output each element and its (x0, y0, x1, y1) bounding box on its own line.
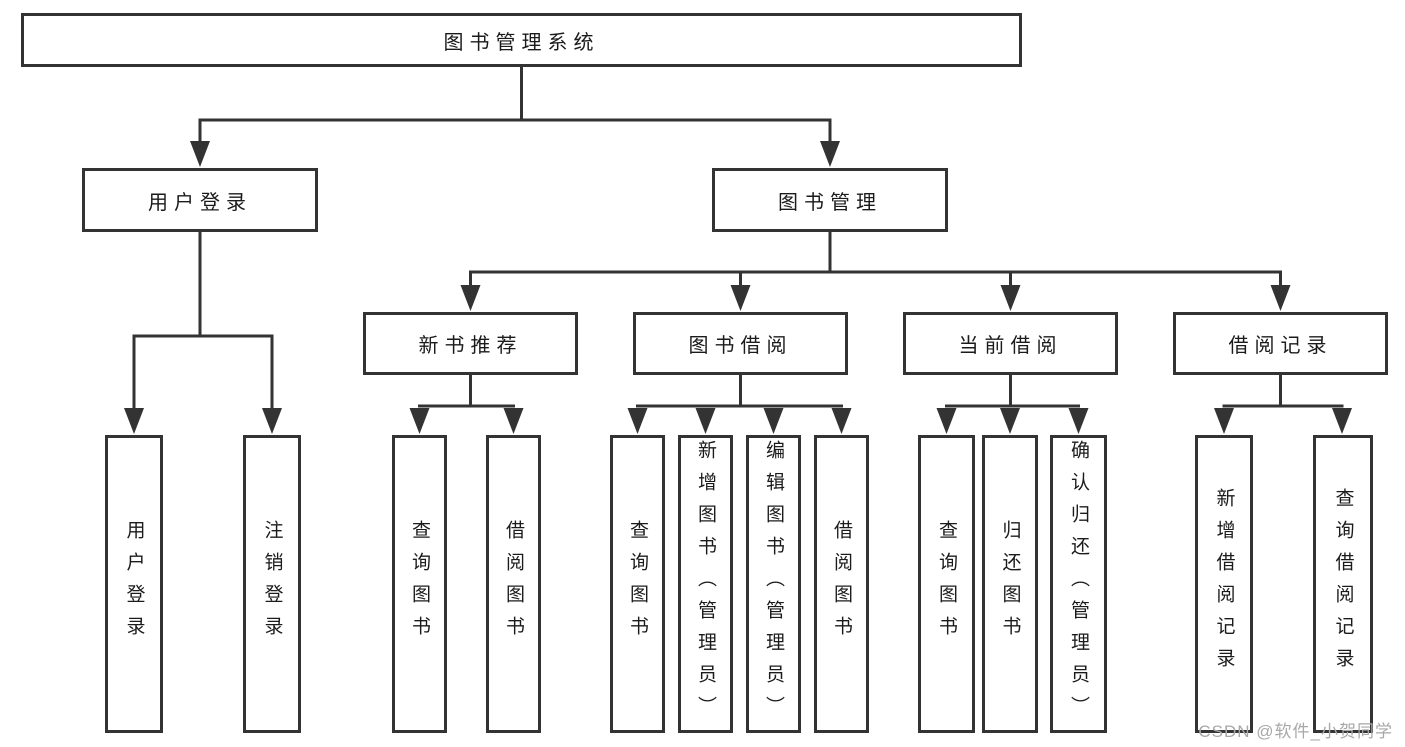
leaf-nbr-borrow-books: 借阅图书 (486, 435, 541, 733)
leaf-cb-confirm-return-admin-label: 确认归还（管理员） (1068, 440, 1089, 728)
leaf-cb-confirm-return-admin: 确认归还（管理员） (1050, 435, 1107, 733)
arrow-down-icon (1214, 408, 1234, 434)
node-root-label: 图书管理系统 (443, 31, 600, 54)
leaf-bb-edit-books-admin: 编辑图书（管理员） (746, 435, 801, 733)
leaf-bb-add-books-admin-label: 新增图书（管理员） (695, 440, 716, 728)
node-new-book-recommend: 新书推荐 (363, 312, 578, 375)
leaf-cb-return-books-label: 归还图书 (999, 520, 1021, 648)
arrow-down-icon (1000, 285, 1021, 311)
arrow-down-icon (831, 408, 852, 434)
node-root: 图书管理系统 (21, 13, 1022, 67)
node-current-borrow-label: 当前借阅 (958, 335, 1063, 357)
arrow-down-icon (1332, 408, 1352, 434)
arrow-down-icon (1068, 408, 1089, 434)
node-book-management-label: 图书管理 (778, 191, 882, 214)
leaf-bb-add-books-admin: 新增图书（管理员） (678, 435, 733, 733)
leaf-br-add-record-label: 新增借阅记录 (1213, 488, 1235, 680)
node-user-login: 用户登录 (82, 168, 318, 232)
arrow-down-icon (820, 141, 840, 167)
arrow-down-icon (460, 285, 481, 311)
node-new-book-recommend-label: 新书推荐 (418, 335, 523, 357)
leaf-nbr-borrow-books-label: 借阅图书 (503, 520, 524, 648)
leaf-br-query-record-label: 查询借阅记录 (1332, 488, 1354, 680)
leaf-br-add-record: 新增借阅记录 (1195, 435, 1253, 733)
node-current-borrow: 当前借阅 (903, 312, 1118, 375)
leaf-bb-borrow-books-label: 借阅图书 (831, 520, 852, 648)
leaf-logout: 注销登录 (243, 435, 301, 733)
node-borrow-records: 借阅记录 (1173, 312, 1388, 375)
leaf-bb-query-books: 查询图书 (610, 435, 665, 733)
arrow-down-icon (262, 408, 282, 434)
node-book-management: 图书管理 (712, 168, 948, 232)
node-book-borrow-label: 图书借阅 (688, 335, 793, 357)
leaf-cb-query-books: 查询图书 (918, 435, 975, 733)
leaf-cb-return-books: 归还图书 (982, 435, 1038, 733)
leaf-logout-label: 注销登录 (261, 520, 283, 648)
arrow-down-icon (1000, 408, 1020, 434)
arrow-down-icon (190, 141, 210, 167)
arrow-down-icon (124, 408, 144, 434)
arrow-down-icon (1270, 285, 1291, 311)
arrow-down-icon (627, 408, 648, 434)
leaf-cb-query-books-label: 查询图书 (936, 520, 957, 648)
leaf-br-query-record: 查询借阅记录 (1313, 435, 1373, 733)
leaf-user-login: 用户登录 (105, 435, 163, 733)
leaf-user-login-label: 用户登录 (123, 520, 145, 648)
arrow-down-icon (695, 408, 716, 434)
arrow-down-icon (936, 408, 957, 434)
leaf-bb-query-books-label: 查询图书 (627, 520, 648, 648)
leaf-nbr-query-books-label: 查询图书 (409, 520, 430, 648)
node-user-login-label: 用户登录 (148, 191, 252, 214)
node-book-borrow: 图书借阅 (633, 312, 848, 375)
leaf-bb-borrow-books: 借阅图书 (814, 435, 869, 733)
arrow-down-icon (730, 285, 751, 311)
connector-paths (132, 65, 1344, 416)
leaf-bb-edit-books-admin-label: 编辑图书（管理员） (763, 440, 784, 728)
arrow-down-icon (763, 408, 784, 434)
leaf-nbr-query-books: 查询图书 (392, 435, 447, 733)
arrow-down-icon (409, 408, 430, 434)
watermark: CSDN @软件_小贺同学 (1198, 722, 1393, 741)
arrowhead-icons (124, 141, 1352, 434)
arrow-down-icon (503, 408, 524, 434)
node-borrow-records-label: 借阅记录 (1228, 335, 1333, 357)
